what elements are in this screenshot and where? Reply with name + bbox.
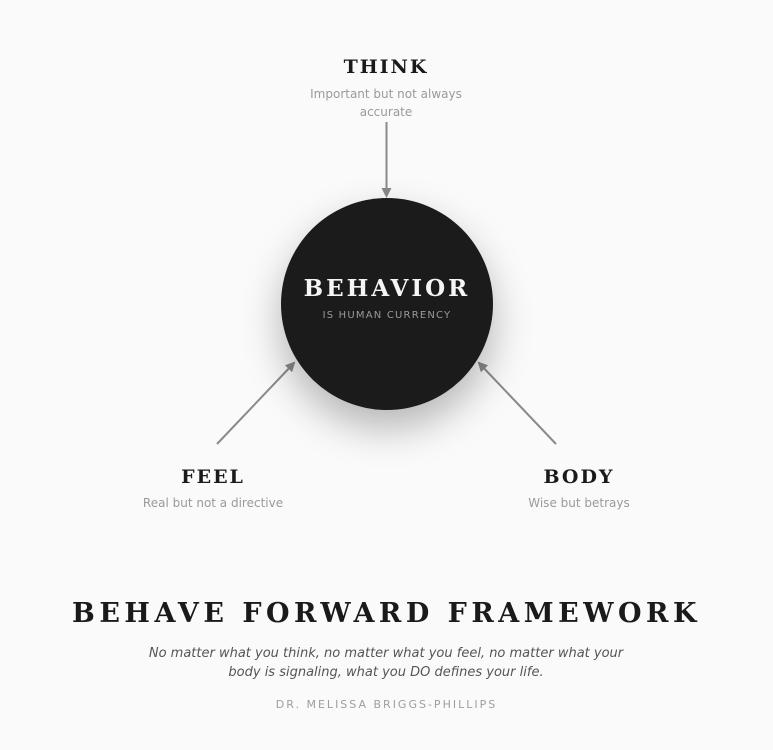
framework-title: BEHAVE FORWARD FRAMEWORK	[72, 598, 701, 629]
body-title: BODY	[543, 466, 615, 488]
feel-arrow	[216, 361, 296, 445]
body-arrow	[477, 361, 557, 445]
feel-subtitle: Real but not a directive	[142, 496, 284, 510]
body-subtitle: Wise but betrays	[528, 496, 630, 510]
feel-title: FEEL	[181, 466, 245, 488]
framework-author: DR. MELISSA BRIGGS-PHILLIPS	[275, 698, 498, 711]
framework-quote: No matter what you think, no matter what…	[148, 646, 624, 680]
think-title: THINK	[343, 56, 429, 78]
think-subtitle: Important but not always accurate	[310, 87, 462, 119]
behavior-subtitle: IS HUMAN CURRENCY	[322, 310, 452, 321]
behavior-title: BEHAVIOR	[303, 275, 471, 302]
behavior-circle: BEHAVIOR IS HUMAN CURRENCY	[281, 198, 493, 410]
